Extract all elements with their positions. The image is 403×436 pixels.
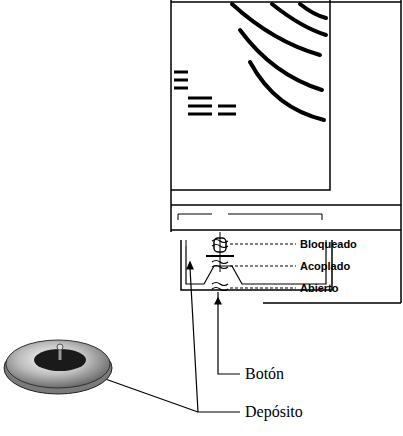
part-label: Depósito [245,403,303,421]
position-label: Bloqueado [300,238,357,250]
position-label: Abierto [300,282,339,294]
position-label: Acoplado [300,260,350,272]
part-label: Botón [245,365,284,383]
